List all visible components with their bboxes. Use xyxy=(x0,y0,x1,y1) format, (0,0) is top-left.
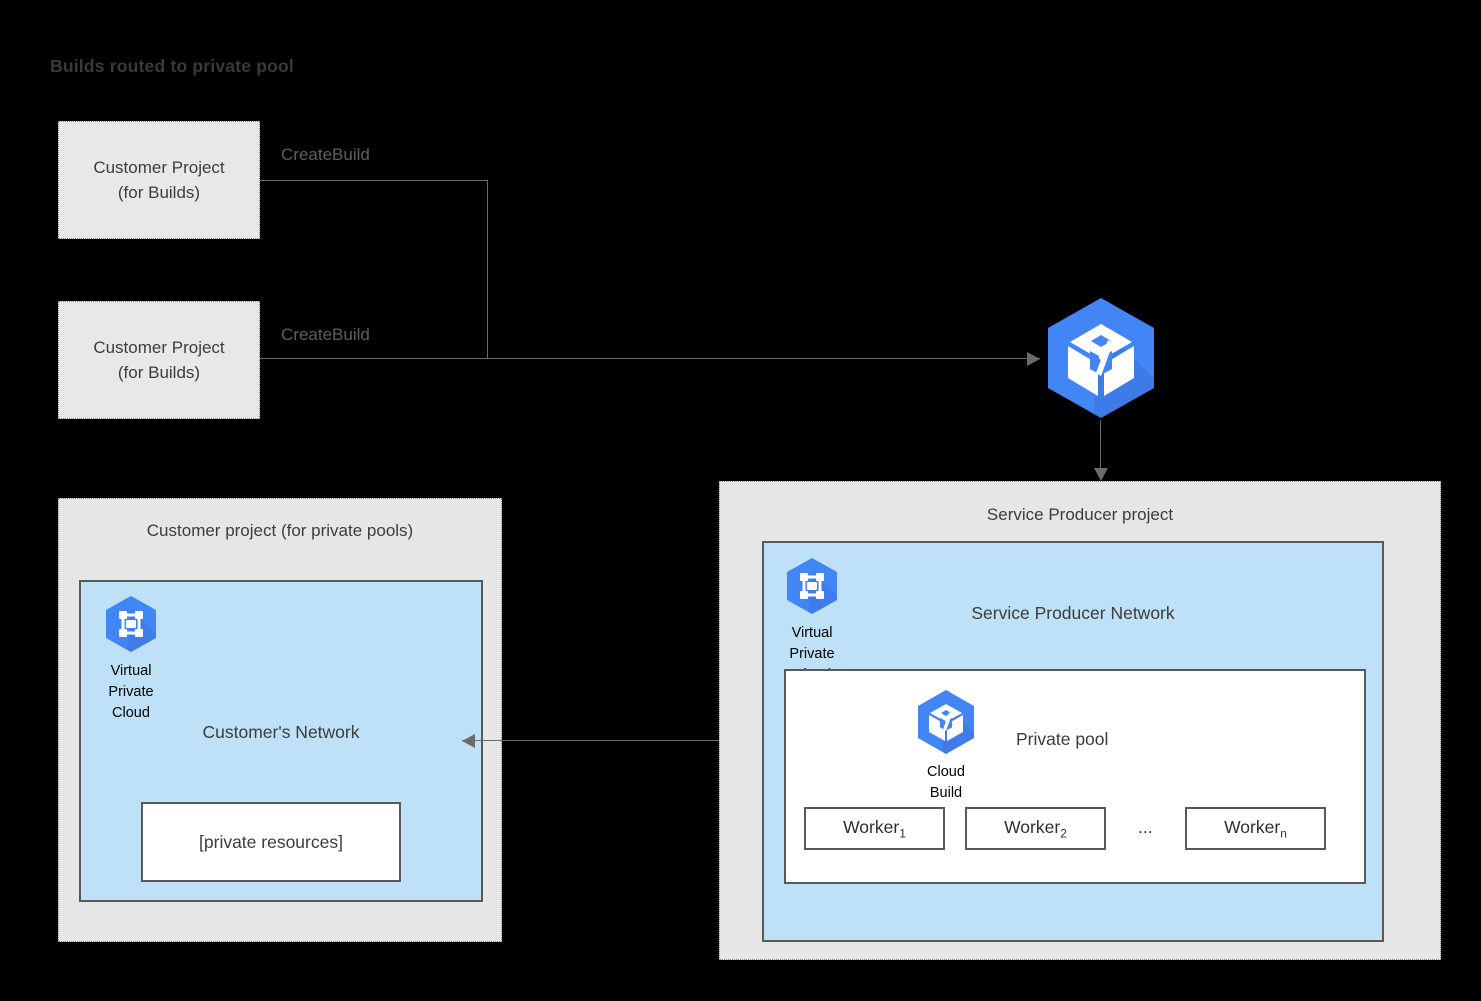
customer-build-project-1: Customer Project (for Builds) xyxy=(58,121,260,239)
private-pool-box: Cloud Build Private pool Worker1 Worker2… xyxy=(784,669,1366,884)
network-peering-link xyxy=(462,740,762,741)
customer-vpc-label: Virtual Private Cloud xyxy=(92,661,170,724)
service-producer-project: Service Producer project xyxy=(719,481,1441,960)
worker-1-subscript: 1 xyxy=(899,826,906,841)
service-vpc-label-line1: Virtual xyxy=(791,625,833,641)
createbuild-label-2: CreateBuild xyxy=(281,325,370,344)
createbuild-label-1: CreateBuild xyxy=(281,145,370,164)
customer-build-project-2-line1: Customer Project xyxy=(93,338,225,357)
cloud-build-service-icon xyxy=(1041,296,1161,425)
worker-box-1: Worker1 xyxy=(804,807,945,850)
customer-vpc-group: Virtual Private Cloud xyxy=(92,595,170,724)
arrowhead-to-producer-project-icon xyxy=(1094,468,1108,481)
customer-build-project-1-line1: Customer Project xyxy=(93,158,225,177)
customer-network-title: Customer's Network xyxy=(202,722,360,742)
worker-n-name: Worker xyxy=(1224,816,1281,837)
service-producer-network-box: Virtual Private Cloud Service Producer N… xyxy=(762,541,1384,942)
customer-vpc-label-line3: Cloud xyxy=(112,705,150,721)
virtual-private-cloud-icon xyxy=(106,596,156,652)
customer-build-project-2-line2: (for Builds) xyxy=(117,363,201,382)
connector-cloudbuild-to-producer xyxy=(1100,420,1101,472)
private-pool-cloudbuild-label: Cloud Build xyxy=(914,762,978,804)
worker-box-n: Workern xyxy=(1185,807,1326,850)
customer-vpc-label-line1: Virtual xyxy=(110,663,152,679)
worker-box-2: Worker2 xyxy=(965,807,1106,850)
connector-build1-vertical xyxy=(487,180,488,358)
customer-private-pools-project-title: Customer project (for private pools) xyxy=(146,521,414,540)
worker-n-subscript: n xyxy=(1280,826,1287,841)
worker-ellipsis: ... xyxy=(1138,817,1153,837)
worker-2-name: Worker xyxy=(1004,816,1061,837)
service-producer-project-title: Service Producer project xyxy=(986,505,1174,524)
private-pool-title: Private pool xyxy=(1016,729,1109,749)
arrowhead-left-icon xyxy=(462,734,475,748)
customer-private-pools-project: Customer project (for private pools) xyxy=(58,498,502,942)
worker-1-name: Worker xyxy=(843,816,900,837)
arrowhead-to-cloudbuild-icon xyxy=(1027,352,1040,366)
connector-to-cloudbuild xyxy=(260,358,1040,359)
worker-2-subscript: 2 xyxy=(1060,826,1067,841)
private-pool-cloudbuild-group: Cloud Build xyxy=(914,689,978,804)
service-vpc-label-line2: Private xyxy=(789,646,835,662)
cloud-build-icon xyxy=(1048,298,1154,418)
customer-vpc-label-line2: Private xyxy=(108,684,154,700)
virtual-private-cloud-icon xyxy=(787,558,837,614)
connector-build1-horizontal xyxy=(260,180,488,181)
private-resources-box: [private resources] xyxy=(141,802,401,882)
cloudbuild-label-line1: Cloud xyxy=(927,764,965,780)
service-producer-network-title: Service Producer Network xyxy=(971,603,1175,623)
page-title: Builds routed to private pool xyxy=(50,56,294,76)
customer-build-project-1-line2: (for Builds) xyxy=(117,183,201,202)
customer-network-box: Virtual Private Cloud Customer's Network… xyxy=(79,580,483,902)
customer-build-project-2: Customer Project (for Builds) xyxy=(58,301,260,419)
cloudbuild-label-line2: Build xyxy=(929,785,963,801)
cloud-build-icon xyxy=(918,690,974,754)
